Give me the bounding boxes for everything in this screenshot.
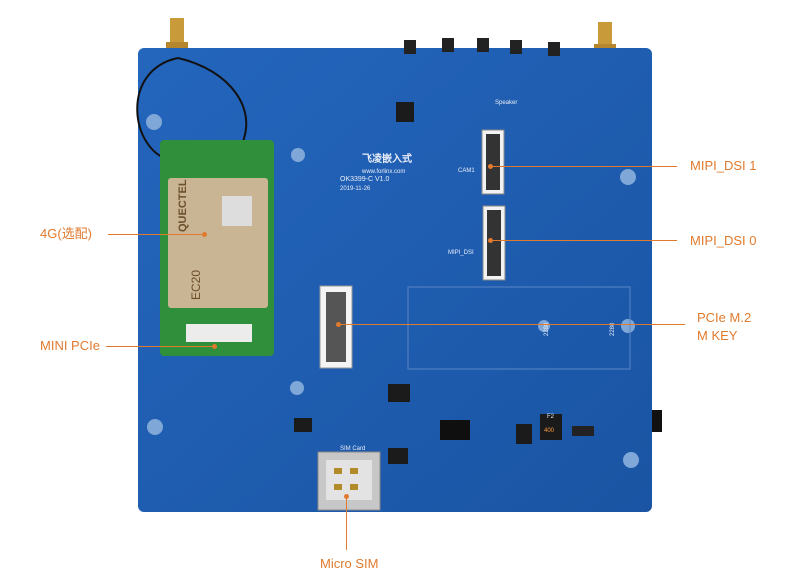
side-switch — [652, 410, 662, 432]
mipi-dsi-0-label: MIPI_DSI 0 — [690, 233, 757, 248]
pcie-m2-label-line1: PCIe M.2 — [697, 310, 752, 325]
fuse-value-silk: 400 — [544, 428, 555, 434]
antenna-cable — [136, 57, 248, 161]
micro-sim-dot — [344, 494, 349, 499]
sim-holder — [317, 451, 381, 511]
lte-4g-label: 4G(选配) — [40, 226, 93, 241]
chips — [294, 102, 594, 464]
pcie-m2-label-line2: M KEY — [697, 328, 738, 343]
speaker-silk: Speaker — [495, 100, 517, 106]
module-model-text: EC20 — [189, 270, 203, 300]
mipi-dsi-1-dot — [488, 164, 493, 169]
lte-module: QUECTEL EC20 — [160, 140, 274, 356]
mini-pcie-dot — [212, 344, 217, 349]
micro-sim-lead — [346, 498, 347, 550]
model-silk: OK3399-C V1.0 — [340, 176, 390, 183]
mipi-dsi-silk: MIPI_DSI — [448, 250, 474, 256]
sim-card-silk: SIM Card — [340, 446, 365, 452]
mounting-holes — [146, 114, 639, 468]
mini-pcie-lead — [106, 346, 214, 347]
brand-silk: 飞凌嵌入式 — [362, 152, 412, 165]
pcie-m2-dot — [336, 322, 341, 327]
pcie-m2-lead — [340, 324, 685, 325]
cam1-connector — [481, 129, 505, 195]
mipi-dsi-1-label: MIPI_DSI 1 — [690, 158, 757, 173]
cam1-silk: CAM1 — [458, 168, 475, 174]
mipi-dsi-0-dot — [488, 238, 493, 243]
audio-jacks — [404, 38, 560, 56]
m2-mark-a-silk: 2280 — [544, 322, 550, 336]
date-silk: 2019-11-26 — [340, 186, 371, 192]
website-silk: www.forlinx.com — [361, 169, 405, 175]
mini-pcie-label: MINI PCIe — [40, 338, 100, 353]
mipi-dsi-connector — [482, 205, 506, 281]
mipi-dsi-1-lead — [492, 166, 677, 167]
fuse-silk: F2 — [547, 414, 555, 420]
mipi-dsi-0-lead — [492, 240, 677, 241]
m2-slot — [319, 285, 631, 370]
lte-4g-dot — [202, 232, 207, 237]
m2-mark-b-silk: 2280 — [610, 322, 616, 336]
module-brand-text: QUECTEL — [177, 179, 189, 232]
lte-4g-lead — [108, 234, 204, 235]
micro-sim-label: Micro SIM — [320, 556, 379, 571]
